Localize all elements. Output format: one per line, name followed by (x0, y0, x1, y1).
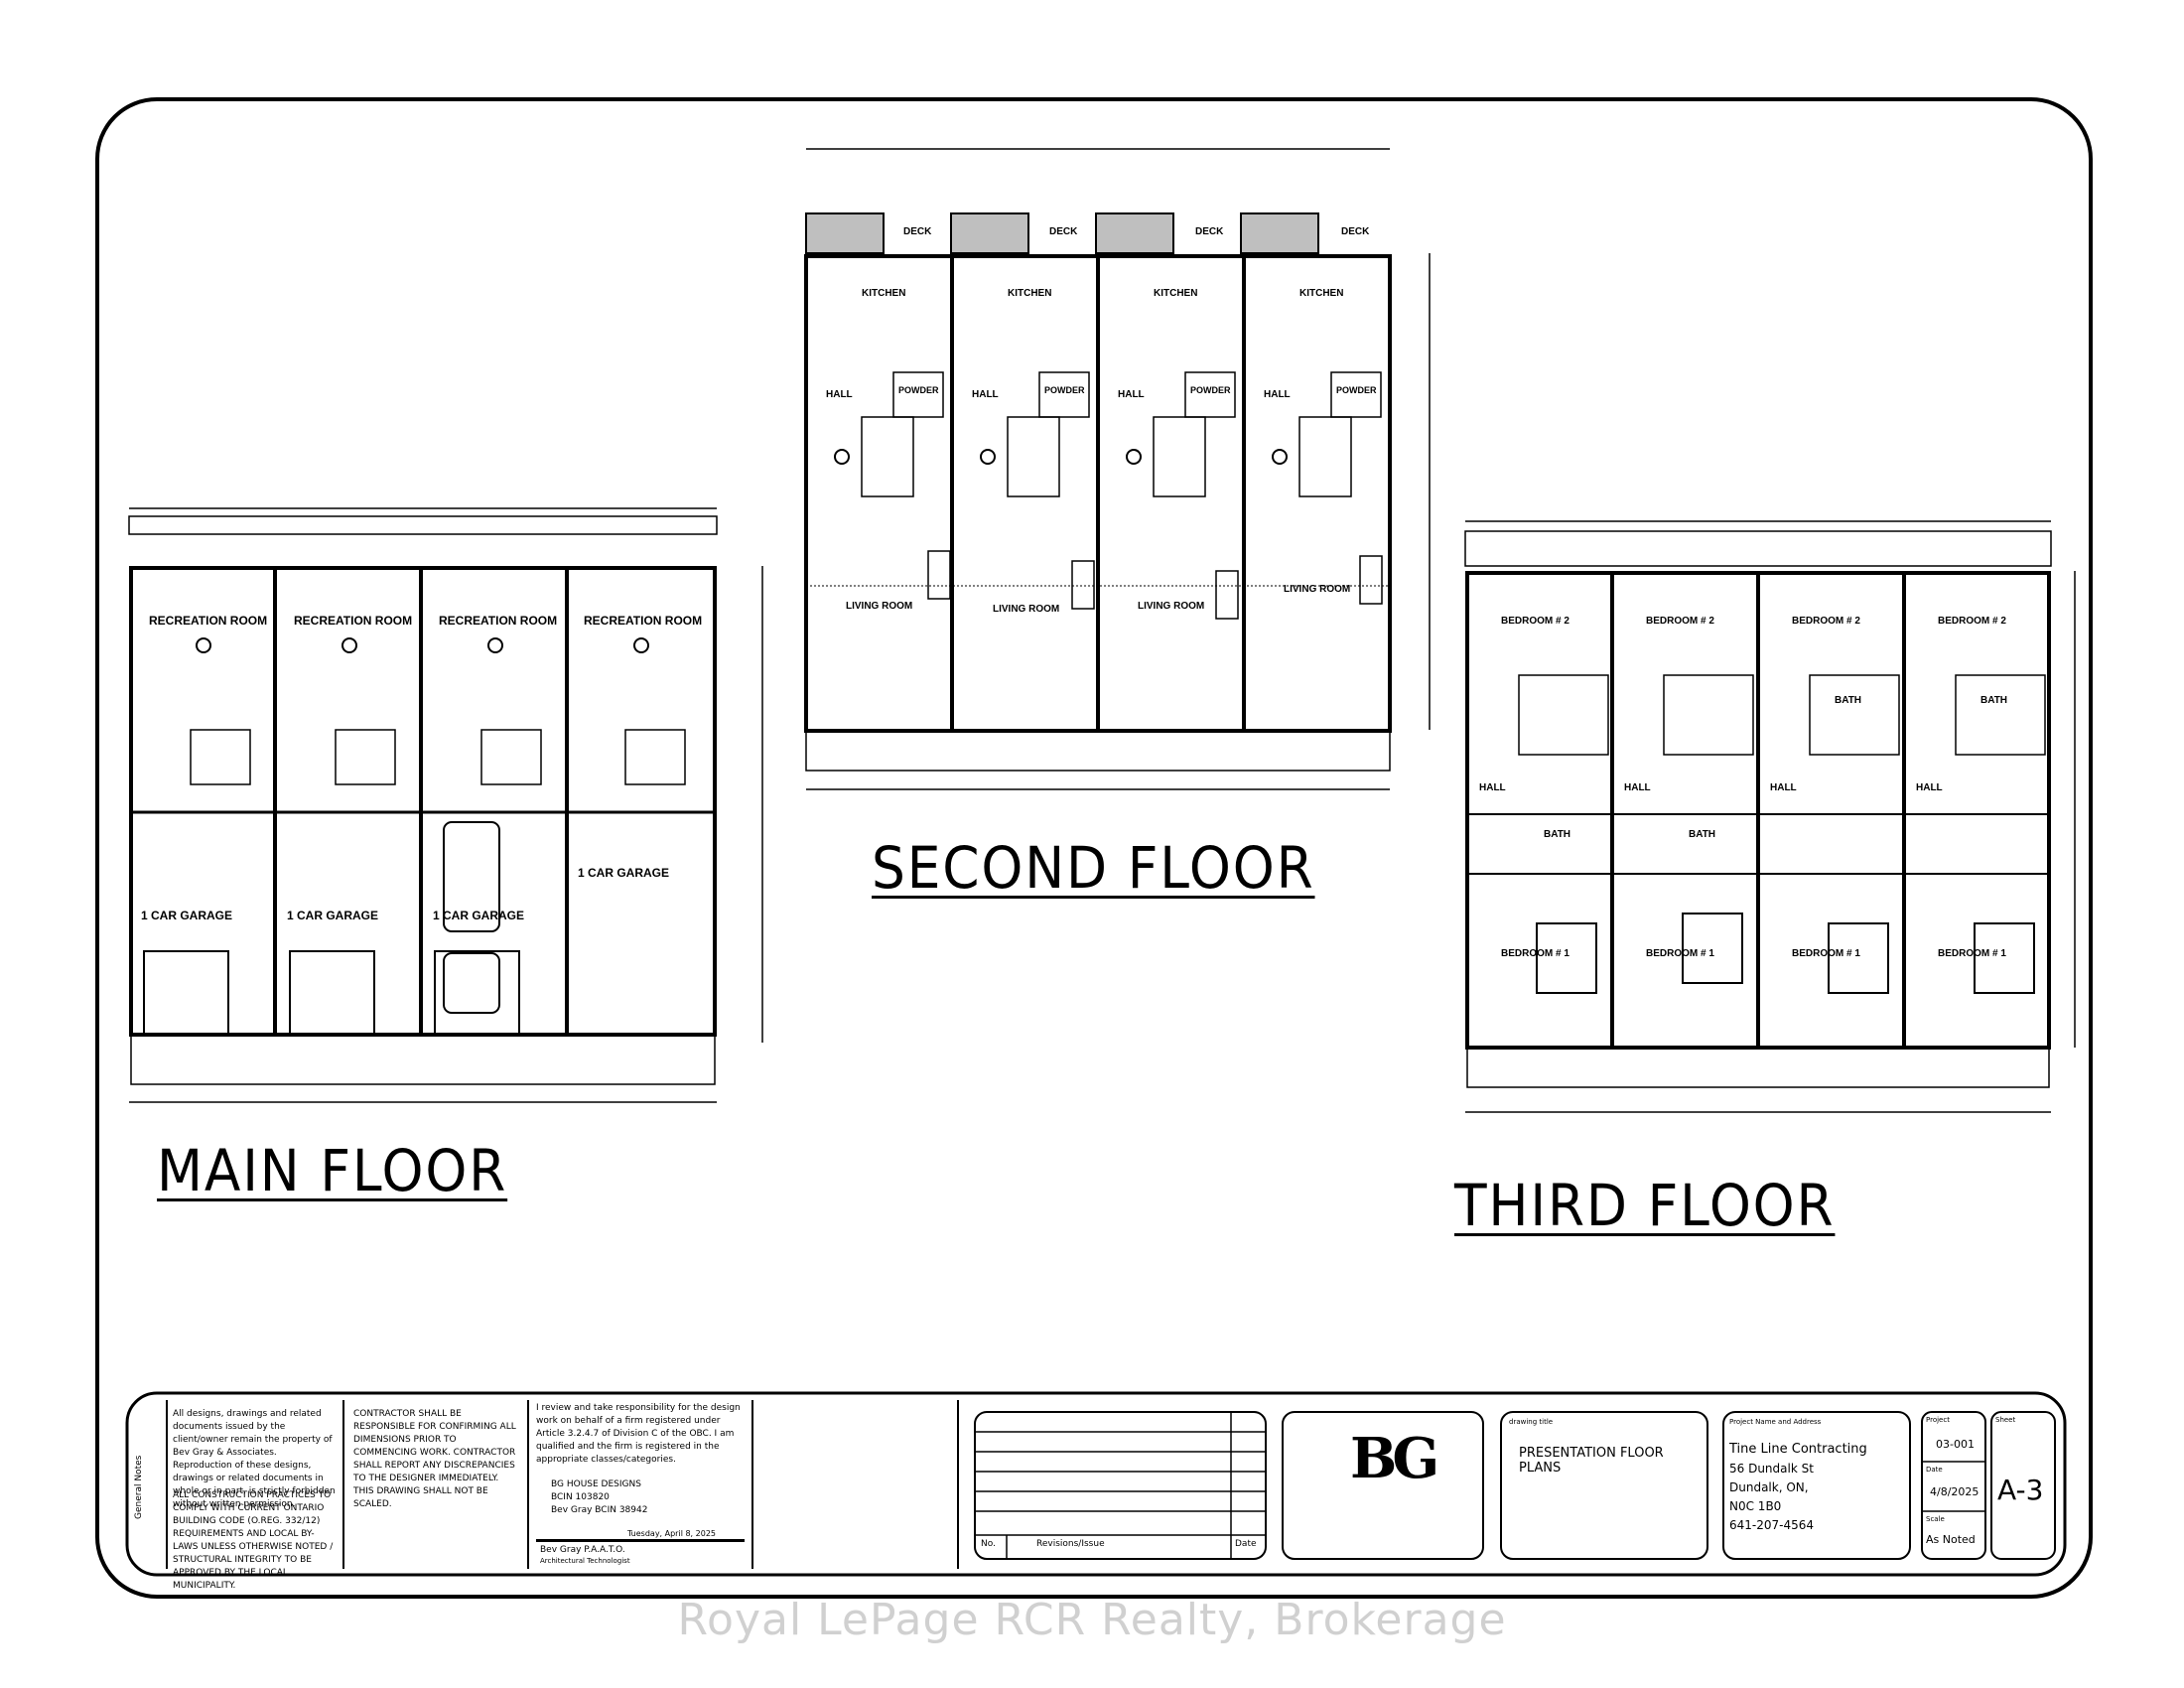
sheet-label: Sheet (1995, 1416, 2016, 1424)
second-unit3-hall: HALL (1118, 389, 1145, 400)
second-unit1-kitchen: KITCHEN (862, 288, 906, 299)
second-floor-plan (804, 148, 1431, 790)
project-postal: N0C 1B0 (1729, 1499, 1782, 1513)
third-unit3-hall: HALL (1770, 782, 1797, 793)
drawing-title-label: drawing title (1509, 1418, 1554, 1426)
responsibility-statement: I review and take responsibility for the… (536, 1403, 741, 1465)
signature-date: Tuesday, April 8, 2025 (627, 1529, 716, 1538)
second-unit3-living-room: LIVING ROOM (1138, 601, 1205, 612)
project-number: 03-001 (1936, 1438, 1975, 1451)
third-unit1-bedroom2: BEDROOM # 2 (1501, 616, 1570, 627)
second-unit1-powder: POWDER (898, 385, 939, 395)
signer-name: Bev Gray P.A.A.T.O. (540, 1545, 625, 1555)
project-label: Project Name and Address (1729, 1418, 1822, 1426)
second-floor-title: SECOND FLOOR (872, 834, 1315, 902)
issue-date: 4/8/2025 (1930, 1485, 1979, 1498)
second-unit2-hall: HALL (972, 389, 999, 400)
main-unit3-recreation-room: RECREATION ROOM (439, 614, 558, 628)
copyright-note: All designs, drawings and related docume… (173, 1409, 336, 1509)
brokerage-watermark: Royal LePage RCR Realty, Brokerage (677, 1595, 1507, 1645)
project-street: 56 Dundalk St (1729, 1462, 1814, 1476)
third-unit4-bath: BATH (1980, 695, 2008, 706)
third-unit2-hall: HALL (1624, 782, 1651, 793)
main-unit4-recreation-room: RECREATION ROOM (584, 614, 703, 628)
scale-label: Scale (1926, 1515, 1945, 1523)
scale-value: As Noted (1926, 1533, 1976, 1546)
general-notes-label: General Notes (134, 1455, 144, 1519)
third-unit1-bath: BATH (1544, 829, 1571, 840)
main-unit1-garage: 1 CAR GARAGE (141, 909, 233, 922)
third-unit3-bedroom2: BEDROOM # 2 (1792, 616, 1860, 627)
third-unit2-bath: BATH (1689, 829, 1716, 840)
third-unit2-bedroom2: BEDROOM # 2 (1646, 616, 1714, 627)
third-unit4-hall: HALL (1916, 782, 1943, 793)
third-unit4-bedroom2: BEDROOM # 2 (1938, 616, 2006, 627)
revision-date-header: Date (1235, 1539, 1257, 1549)
second-unit1-deck: DECK (903, 226, 932, 237)
revision-issue-header: Revisions/Issue (1036, 1539, 1105, 1549)
third-unit1-hall: HALL (1479, 782, 1506, 793)
building-code-note: ALL CONSTRUCTION PRACTICES TO COMPLY WIT… (173, 1490, 334, 1591)
second-unit2-powder: POWDER (1044, 385, 1085, 395)
date-label: Date (1926, 1466, 1943, 1474)
second-unit4-living-room: LIVING ROOM (1284, 584, 1351, 595)
third-unit3-bath: BATH (1835, 695, 1862, 706)
third-unit3-bedroom1: BEDROOM # 1 (1792, 948, 1860, 959)
second-unit3-deck: DECK (1195, 226, 1224, 237)
project-name: Tine Line Contracting (1729, 1442, 1867, 1457)
second-unit1-hall: HALL (826, 389, 853, 400)
firm-bcin: BCIN 103820 (551, 1492, 610, 1502)
title-block (125, 1391, 2067, 1577)
second-unit3-powder: POWDER (1190, 385, 1231, 395)
designer-logo: BG (1350, 1426, 1439, 1491)
third-floor-plan (1464, 520, 2076, 1113)
main-unit2-recreation-room: RECREATION ROOM (294, 614, 413, 628)
contractor-note: CONTRACTOR SHALL BE RESPONSIBLE FOR CONF… (353, 1409, 516, 1509)
second-unit2-deck: DECK (1049, 226, 1078, 237)
third-unit4-bedroom1: BEDROOM # 1 (1938, 948, 2006, 959)
main-unit2-garage: 1 CAR GARAGE (287, 909, 379, 922)
second-unit2-living-room: LIVING ROOM (993, 604, 1060, 615)
designer-bcin: Bev Gray BCIN 38942 (551, 1505, 648, 1515)
second-unit3-kitchen: KITCHEN (1154, 288, 1198, 299)
second-unit4-deck: DECK (1341, 226, 1370, 237)
third-unit2-bedroom1: BEDROOM # 1 (1646, 948, 1714, 959)
main-unit3-garage: 1 CAR GARAGE (433, 909, 525, 922)
main-unit4-garage: 1 CAR GARAGE (578, 866, 670, 880)
main-floor-title: MAIN FLOOR (157, 1137, 508, 1204)
second-unit2-kitchen: KITCHEN (1008, 288, 1052, 299)
second-unit4-hall: HALL (1264, 389, 1291, 400)
firm-name: BG HOUSE DESIGNS (551, 1479, 641, 1489)
project-phone: 641-207-4564 (1729, 1518, 1815, 1532)
project-city: Dundalk, ON, (1729, 1480, 1809, 1494)
drawing-title: PRESENTATION FLOOR PLANS (1519, 1446, 1664, 1476)
sheet-number: A-3 (1997, 1474, 2044, 1506)
main-floor-plan (128, 507, 763, 1103)
second-unit1-living-room: LIVING ROOM (846, 601, 913, 612)
revision-no-header: No. (981, 1539, 996, 1549)
project-number-label: Project (1926, 1416, 1950, 1424)
signer-title: Architectural Technologist (540, 1557, 630, 1565)
second-unit4-kitchen: KITCHEN (1299, 288, 1344, 299)
third-floor-title: THIRD FLOOR (1454, 1172, 1836, 1239)
third-unit1-bedroom1: BEDROOM # 1 (1501, 948, 1570, 959)
main-unit1-recreation-room: RECREATION ROOM (149, 614, 268, 628)
sheet-border (95, 97, 2093, 1599)
second-unit4-powder: POWDER (1336, 385, 1377, 395)
